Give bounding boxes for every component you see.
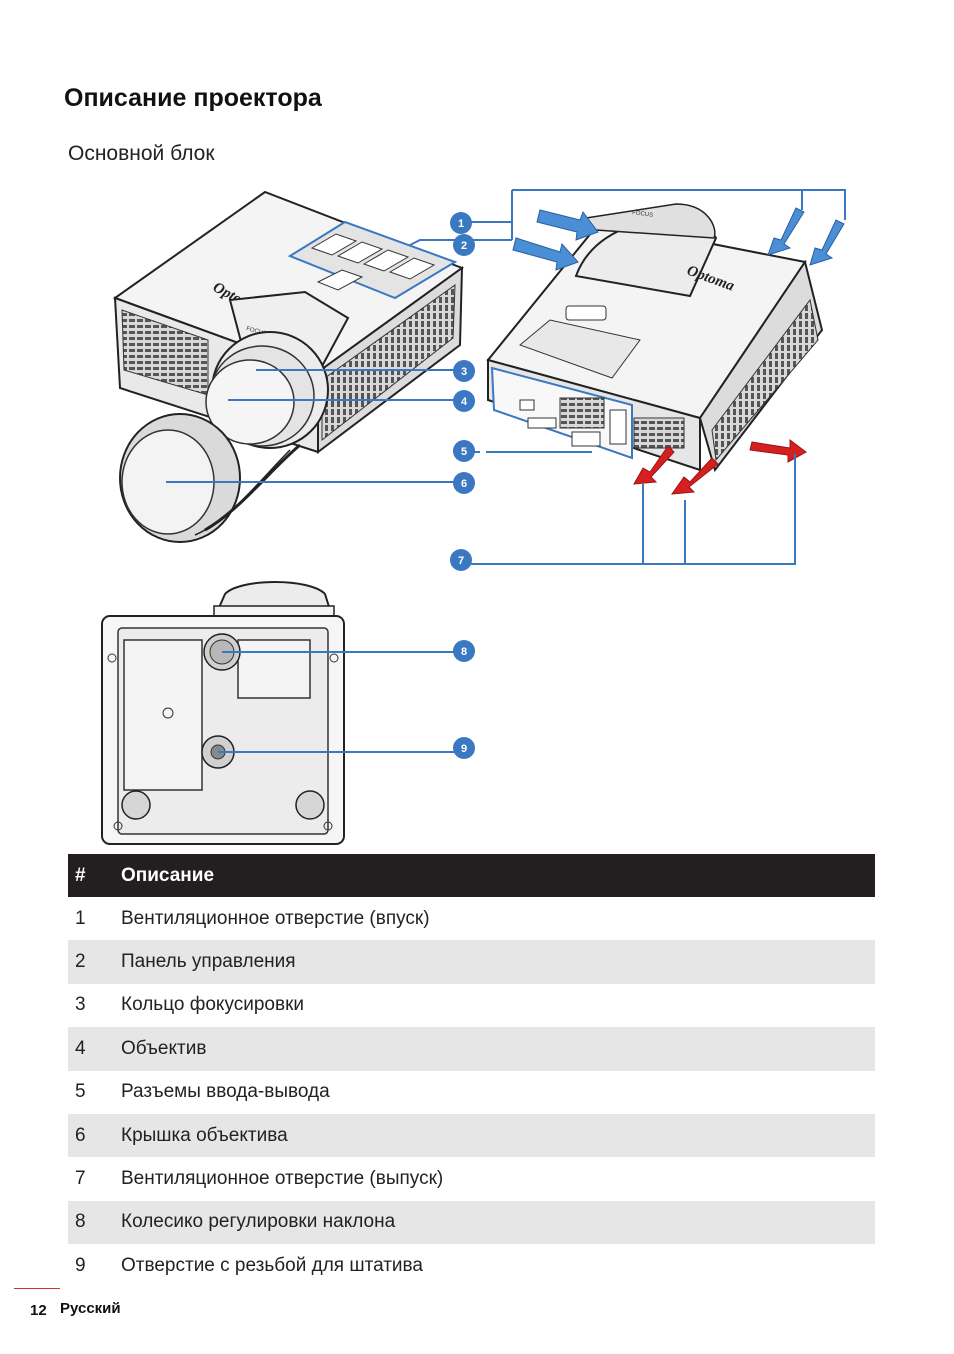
table-row: 3 Кольцо фокусировки	[68, 984, 875, 1027]
row-description: Объектив	[121, 1027, 875, 1071]
svg-text:FOCUS: FOCUS	[632, 210, 654, 219]
page-number: 12	[30, 1302, 47, 1319]
svg-text:9: 9	[461, 743, 467, 755]
table-header-row: # Описание	[68, 854, 875, 897]
row-number: 6	[68, 1113, 121, 1158]
row-number: 9	[75, 1254, 86, 1276]
footer-language: Русский	[60, 1300, 121, 1317]
callout-4: 4	[453, 390, 475, 412]
row-number: 8	[68, 1200, 121, 1245]
callout-2: 2	[453, 234, 475, 256]
projector-bottom-view	[101, 581, 345, 845]
header-description: Описание	[121, 854, 875, 897]
svg-text:3: 3	[461, 366, 467, 378]
row-number: 5	[75, 1081, 86, 1103]
control-panel	[287, 220, 458, 300]
row-number: 7	[75, 1168, 86, 1190]
io-panel	[490, 366, 685, 460]
projector-front-view: Optoma FOCUS	[112, 190, 465, 543]
table-row: 5 Разъемы ввода-вывода	[68, 1071, 875, 1114]
lens	[205, 331, 329, 449]
leader-lines	[166, 189, 846, 565]
row-description: Колесико регулировки наклона	[121, 1200, 875, 1245]
header-number: #	[68, 854, 121, 897]
row-description: Разъемы ввода-вывода	[121, 1081, 330, 1103]
svg-text:2: 2	[461, 240, 467, 252]
table-row: 9 Отверстие с резьбой для штатива	[68, 1244, 875, 1287]
projector-rear-view: FOCUS Optoma	[486, 203, 824, 473]
intake-arrows	[512, 207, 845, 271]
row-number: 4	[68, 1027, 121, 1071]
leader-lines-bottom	[218, 651, 458, 753]
callout-7: 7	[450, 549, 472, 571]
svg-text:7: 7	[458, 555, 464, 567]
table-row: 1 Вентиляционное отверстие (впуск)	[68, 897, 875, 940]
svg-text:6: 6	[461, 478, 467, 490]
projector-diagram: Optoma FOCUS	[101, 189, 846, 845]
callout-8: 8	[453, 640, 475, 662]
description-table: # Описание 1 Вентиляционное отверстие (вп…	[68, 854, 875, 1288]
svg-text:1: 1	[458, 218, 464, 230]
row-description: Вентиляционное отверстие (выпуск)	[121, 1168, 444, 1190]
row-description: Крышка объектива	[121, 1113, 875, 1158]
svg-text:FOCUS: FOCUS	[245, 326, 267, 337]
callout-9: 9	[453, 737, 475, 759]
table-row: 7 Вентиляционное отверстие (выпуск)	[68, 1157, 875, 1200]
row-number: 2	[68, 940, 121, 984]
callout-1: 1	[450, 212, 472, 234]
callout-3: 3	[453, 360, 475, 382]
row-description: Кольцо фокусировки	[121, 994, 304, 1016]
svg-text:8: 8	[461, 646, 467, 658]
callout-5: 5	[453, 440, 475, 462]
row-number: 1	[75, 907, 86, 929]
footer-divider	[14, 1288, 60, 1289]
row-description: Вентиляционное отверстие (впуск)	[121, 907, 430, 929]
callout-6: 6	[453, 472, 475, 494]
row-description: Отверстие с резьбой для штатива	[121, 1254, 423, 1276]
row-description: Панель управления	[121, 940, 875, 984]
row-number: 3	[75, 994, 86, 1016]
section-title: Основной блок	[68, 142, 215, 165]
exhaust-arrows	[633, 439, 807, 495]
page-title: Описание проектора	[64, 84, 322, 112]
svg-text:5: 5	[461, 446, 467, 458]
svg-text:4: 4	[461, 396, 468, 408]
